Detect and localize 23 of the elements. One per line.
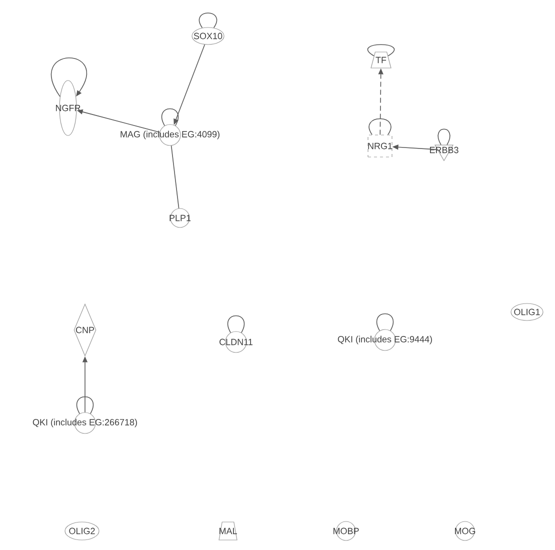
- gene-node: MAG (includes EG:4099): [120, 124, 220, 146]
- gene-node: SOX10: [192, 27, 224, 45]
- gene-node: NGFR: [56, 80, 80, 136]
- gene-node: TF: [370, 52, 392, 68]
- self-loop: [161, 108, 179, 126]
- gene-node: QKI (includes EG:9444): [338, 329, 432, 351]
- self-loop: [198, 12, 218, 28]
- gene-node: OLIG1: [510, 303, 544, 321]
- self-loop: [368, 118, 392, 136]
- self-loop: [438, 128, 450, 146]
- gene-node: MOG: [455, 521, 476, 541]
- self-loop: [50, 57, 88, 97]
- gene-node: PLP1: [170, 208, 191, 228]
- gene-node: MOBP: [333, 521, 359, 541]
- gene-node: CLDN11: [220, 331, 252, 353]
- self-loop: [367, 44, 395, 56]
- gene-node: MAL: [218, 522, 238, 540]
- self-loop: [76, 396, 94, 414]
- gene-node: NRG1: [368, 134, 392, 158]
- self-loop: [227, 315, 245, 334]
- self-loop: [376, 313, 394, 332]
- gene-node: QKI (includes EG:266718): [32, 412, 137, 434]
- gene-node: OLIG2: [64, 522, 100, 540]
